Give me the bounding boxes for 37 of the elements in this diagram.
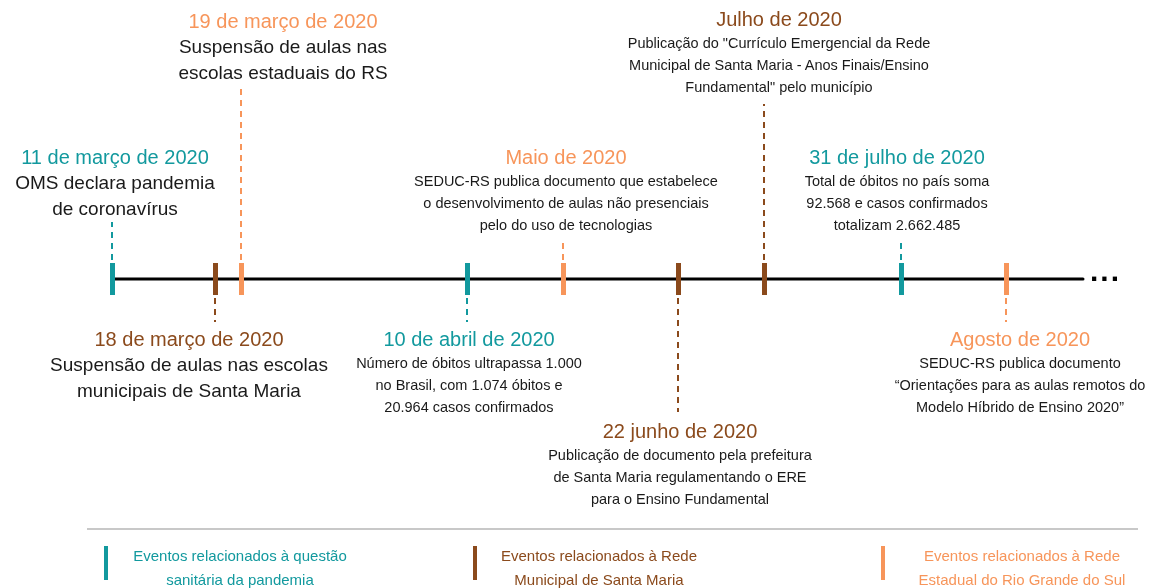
legend-text: Eventos relacionados à Rede Municipal de Santa Maria <box>500 546 698 588</box>
dashed-connector <box>1005 297 1007 323</box>
event-description: Total de óbitos no país soma 92.568 e casos confirmados totalizam 2.662.485 <box>803 172 991 235</box>
dashed-connector <box>111 221 113 261</box>
tick-mark <box>465 263 470 295</box>
event-date: 11 de março de 2020 <box>21 145 209 170</box>
tick-mark <box>899 263 904 295</box>
event-description: Suspensão de aulas nas escolas municipais de Santa Maria <box>49 353 329 403</box>
event-description: Publicação de documento pela prefeitura de Santa Maria regulamentando o ERE para o Ensino Fundamental <box>547 446 813 509</box>
tick-mark <box>1004 263 1009 295</box>
legend-text: Eventos relacionados à Rede Estadual do Rio Grande do Sul <box>917 546 1127 588</box>
event-description: Número de óbitos ultrapassa 1.000 no Brasil, com 1.074 óbitos e 20.964 casos confirmados <box>355 354 583 417</box>
tick-mark <box>676 263 681 295</box>
tick-mark <box>762 263 767 295</box>
event-description: Suspensão de aulas nas escolas estaduais do RS <box>177 35 389 85</box>
tick-mark <box>239 263 244 295</box>
event-date: Julho de 2020 <box>716 7 842 32</box>
event-date: 18 de março de 2020 <box>94 327 284 352</box>
dashed-connector <box>677 297 679 413</box>
event-description: SEDUC-RS publica documento que estabelece o desenvolvimento de aulas não presenciais pelo do uso de tecnologias <box>413 172 719 235</box>
event-date: 19 de março de 2020 <box>188 9 378 34</box>
event-date: 22 junho de 2020 <box>602 419 758 444</box>
tick-mark <box>110 263 115 295</box>
event-date: Maio de 2020 <box>505 145 627 170</box>
event-date: Agosto de 2020 <box>949 327 1091 352</box>
event-description: Publicação do "Currículo Emergencial da Rede Municipal de Santa Maria - Anos Finais/Ensino Fundamental" pelo município <box>626 34 932 97</box>
dashed-connector <box>466 297 468 323</box>
tick-mark <box>213 263 218 295</box>
dashed-connector <box>763 103 765 261</box>
event-date: 10 de abril de 2020 <box>383 327 555 352</box>
event-date: 31 de julho de 2020 <box>809 145 985 170</box>
event-description: OMS declara pandemia de coronavírus <box>14 171 216 221</box>
continuation-ellipsis: ... <box>1090 256 1121 286</box>
tick-mark <box>561 263 566 295</box>
dashed-connector <box>214 297 216 323</box>
legend-text: Eventos relacionados à questão sanitária da pandemia <box>132 546 348 588</box>
event-description: SEDUC-RS publica documento “Orientações para as aulas remotos do Modelo Híbrido de Ensino 2020” <box>893 354 1147 417</box>
